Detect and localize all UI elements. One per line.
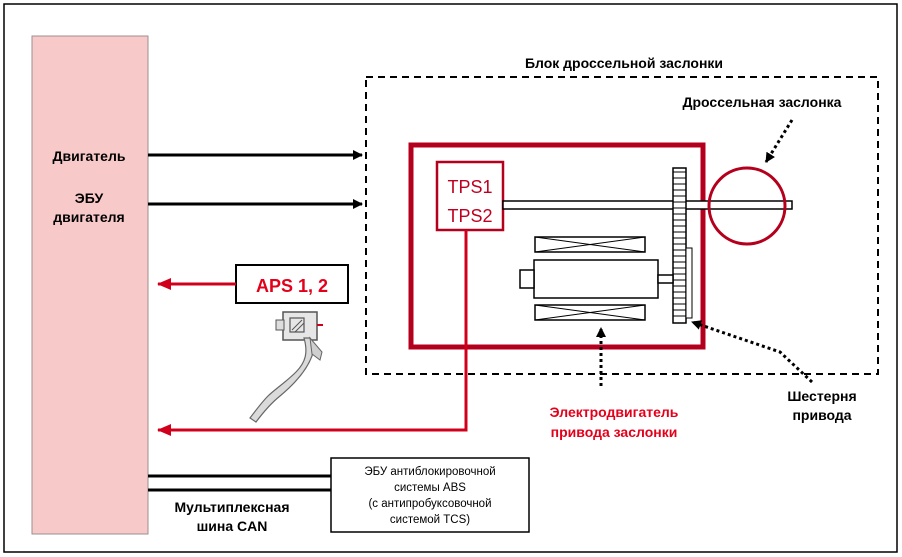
ecu-label-line2: двигателя bbox=[53, 209, 124, 225]
accelerator-pedal-icon bbox=[249, 311, 323, 423]
tps1-label: TPS1 bbox=[447, 177, 492, 197]
outer-frame bbox=[3, 3, 898, 553]
drive-motor bbox=[519, 236, 674, 321]
abs-label-line2: системы ABS bbox=[394, 482, 466, 494]
can-label-line2: шина CAN bbox=[197, 518, 268, 534]
can-label-line1: Мультиплексная bbox=[175, 499, 290, 515]
throttle-shaft bbox=[502, 200, 793, 210]
abs-label-line4: системой TCS) bbox=[390, 514, 470, 526]
throttle-valve-disc bbox=[707, 166, 787, 246]
tps-box bbox=[435, 160, 505, 232]
engine-ecu-block bbox=[31, 35, 149, 535]
engine-label: Двигатель bbox=[53, 148, 126, 164]
gear-label-line2: привода bbox=[792, 407, 851, 423]
gear-label-line1: Шестерня bbox=[787, 388, 856, 404]
tps-feedback-line bbox=[157, 230, 468, 436]
throttle-block-title: Блок дроссельной заслонки bbox=[525, 55, 723, 71]
ecu-label-line1: ЭБУ bbox=[75, 190, 104, 206]
abs-label-line1: ЭБУ антиблокировочной bbox=[364, 466, 495, 478]
motor-label-line1: Электродвигатель bbox=[550, 404, 679, 420]
abs-ecu-box bbox=[330, 457, 530, 533]
throttle-valve-label: Дроссельная заслонка bbox=[683, 94, 842, 110]
aps-label: APS 1, 2 bbox=[256, 276, 328, 296]
abs-label-line3: (с антипробуксовочной bbox=[368, 498, 491, 510]
gear-pointer bbox=[691, 320, 814, 384]
drive-gear bbox=[672, 167, 693, 324]
actuator-housing bbox=[408, 142, 706, 350]
motor-label-line2: привода заслонки bbox=[551, 424, 678, 440]
throttle-body-block bbox=[365, 76, 879, 375]
aps-box bbox=[235, 264, 349, 304]
throttle-valve-pointer bbox=[764, 119, 794, 163]
tps2-label: TPS2 bbox=[447, 206, 492, 226]
